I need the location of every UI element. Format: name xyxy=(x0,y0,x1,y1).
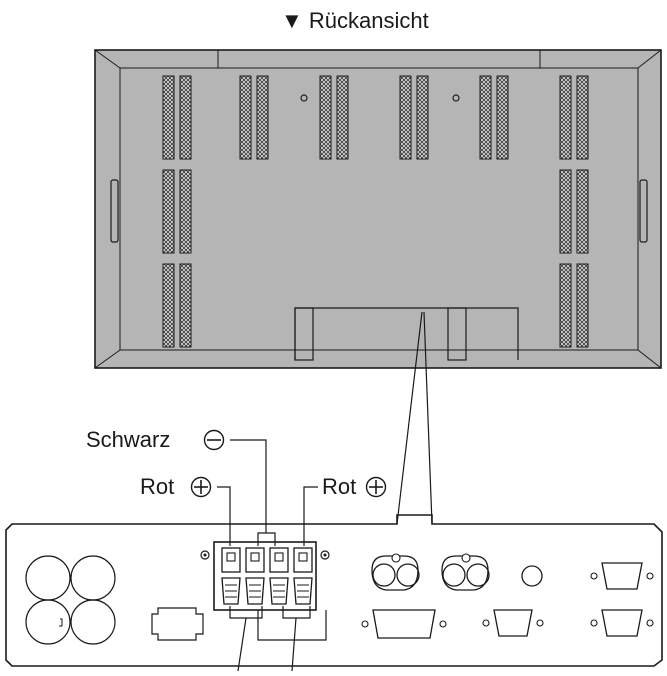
dvi-connector-bottom xyxy=(361,609,447,639)
round-connector-4 xyxy=(70,599,116,645)
plus-circle-icon xyxy=(190,476,212,498)
vent-slot xyxy=(576,263,589,348)
single-round-jack xyxy=(521,565,543,587)
vent-slot xyxy=(239,75,252,160)
speaker-terminal-1 xyxy=(221,547,241,605)
bevel-line-bl xyxy=(94,349,121,369)
bevel-line-tr xyxy=(637,49,662,69)
display-inner-border xyxy=(119,67,639,351)
wide-connector-bottom-left xyxy=(151,607,204,641)
leader-line-right-pair xyxy=(291,617,297,672)
minus-circle-icon xyxy=(203,429,225,451)
housing-post-right xyxy=(447,307,467,361)
vent-slot xyxy=(179,169,192,254)
vent-slot xyxy=(162,263,175,348)
vent-slot xyxy=(479,75,492,160)
vent-slot xyxy=(162,169,175,254)
detail-panel-outline xyxy=(5,514,663,667)
leader-red-right xyxy=(303,486,318,546)
plus-circle-icon xyxy=(365,476,387,498)
round-connector-2 xyxy=(70,555,116,601)
bevel-line-tl xyxy=(94,49,121,69)
dsub-connector-top-right xyxy=(590,562,654,590)
leader-line-left-pair xyxy=(237,617,247,672)
vent-slot xyxy=(559,75,572,160)
bracket-right-pair xyxy=(282,606,311,619)
page-title: ▼ Rückansicht xyxy=(281,8,429,33)
speaker-terminal-3 xyxy=(269,547,289,605)
speaker-terminal-4 xyxy=(293,547,313,605)
vent-slot xyxy=(319,75,332,160)
leader-black xyxy=(230,439,267,533)
vent-slot xyxy=(336,75,349,160)
left-handle xyxy=(110,179,119,243)
dvi-connector-partial xyxy=(257,610,327,641)
round-connector-3 xyxy=(25,599,71,645)
rca-connector-pair-2 xyxy=(441,553,490,591)
ventilation-slots xyxy=(162,75,589,348)
speaker-terminal-2 xyxy=(245,547,265,605)
vent-slot xyxy=(496,75,509,160)
vent-slot xyxy=(559,263,572,348)
dsub-connector-bottom-mid xyxy=(482,609,544,637)
dsub-connector-bottom-right xyxy=(590,609,654,637)
label-black-minus: Schwarz xyxy=(86,427,171,452)
round-connector-1 xyxy=(25,555,71,601)
vent-slot xyxy=(576,169,589,254)
housing-post-left xyxy=(294,307,314,361)
terminal-detail-panel xyxy=(5,514,663,672)
vent-slot xyxy=(179,75,192,160)
screw-hole-left xyxy=(300,94,308,102)
terminal-screw-left xyxy=(200,550,210,560)
vent-slot xyxy=(179,263,192,348)
bevel-line-br xyxy=(637,349,662,369)
rca-connector-pair-1 xyxy=(371,553,420,591)
leader-red-left xyxy=(217,486,231,546)
vent-slot xyxy=(256,75,269,160)
terminal-screw-right xyxy=(320,550,330,560)
vent-slot xyxy=(559,169,572,254)
right-handle xyxy=(639,179,648,243)
speaker-terminal-block xyxy=(200,541,330,611)
display-rear-panel xyxy=(94,49,662,369)
label-red-plus-left: Rot xyxy=(140,474,175,499)
vent-slot xyxy=(162,75,175,160)
connector-mark-icon xyxy=(59,618,63,627)
screw-hole-right xyxy=(452,94,460,102)
label-red-plus-right: Rot xyxy=(322,474,357,499)
zoom-line-left xyxy=(396,311,423,525)
vent-slot xyxy=(399,75,412,160)
vent-slot xyxy=(416,75,429,160)
vent-slot xyxy=(576,75,589,160)
zoom-line-right xyxy=(423,311,433,525)
